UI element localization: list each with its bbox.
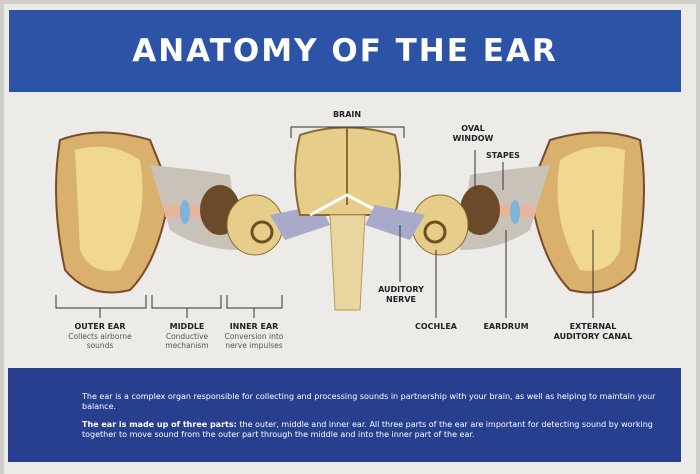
brain-illustration (294, 126, 401, 311)
label-eardrum: EARDRUM (483, 322, 529, 331)
title-banner: ANATOMY OF THE EAR (9, 10, 681, 92)
inner-ear-desc: Conversion into nerve impulses (224, 332, 284, 350)
label-outer-ear: OUTER EAR Collects airborne sounds (60, 322, 140, 350)
info-paragraph-2-text: the outer, middle and inner ear. All thr… (82, 420, 653, 439)
label-inner-ear: INNER EAR Conversion into nerve impulses (220, 322, 288, 350)
middle-desc: Conductive mechanism (165, 332, 209, 350)
outer-ear-title: OUTER EAR (74, 322, 126, 331)
outer-ear-desc: Collects airborne sounds (68, 332, 132, 350)
label-external-auditory-canal: EXTERNAL AUDITORY CANAL (553, 322, 633, 341)
right-ear-illustration (365, 131, 645, 294)
info-box: The ear is a complex organ responsible f… (8, 368, 681, 462)
info-paragraph-2: The ear is made up of three parts: the o… (82, 420, 662, 440)
label-middle: MIDDLE Conductive mechanism (157, 322, 217, 350)
middle-title: MIDDLE (169, 322, 205, 331)
info-paragraph-2-bold: The ear is made up of three parts: (82, 420, 237, 429)
left-ear-illustration (55, 131, 330, 294)
leader-lines (55, 126, 594, 318)
label-auditory-nerve: AUDITORY NERVE (378, 285, 424, 304)
inner-ear-title: INNER EAR (229, 322, 279, 331)
label-oval-window: OVAL WINDOW (452, 124, 494, 143)
label-stapes: STAPES (486, 151, 520, 160)
label-brain: BRAIN (332, 110, 362, 119)
info-paragraph-1: The ear is a complex organ responsible f… (82, 392, 656, 411)
label-cochlea: COCHLEA (415, 322, 457, 331)
page-title: ANATOMY OF THE EAR (132, 33, 558, 69)
